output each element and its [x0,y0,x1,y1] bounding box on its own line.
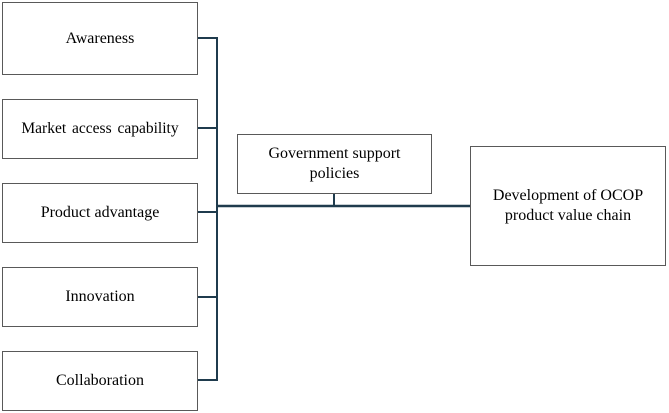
outcome-box-value-chain: Development of OCOP product value chain [470,146,666,266]
factor-label-awareness: Awareness [65,29,135,47]
factor-box-collaboration: Collaboration [2,351,198,411]
factor-box-innovation: Innovation [2,267,198,327]
moderator-label: Government support policies [268,145,401,182]
factor-label-innovation: Innovation [65,288,135,305]
moderator-box-government-support: Government support policies [237,134,432,194]
factor-box-awareness: Awareness [2,2,198,75]
factor-label-collaboration: Collaboration [56,372,144,389]
outcome-label: Development of OCOP product value chain [492,187,644,224]
factor-box-product-advantage: Product advantage [2,183,198,243]
factor-label-product-advantage: Product advantage [40,204,160,221]
factor-box-market-access: Market access capability [2,99,198,159]
factor-label-market-access: Market access capability [21,120,179,137]
